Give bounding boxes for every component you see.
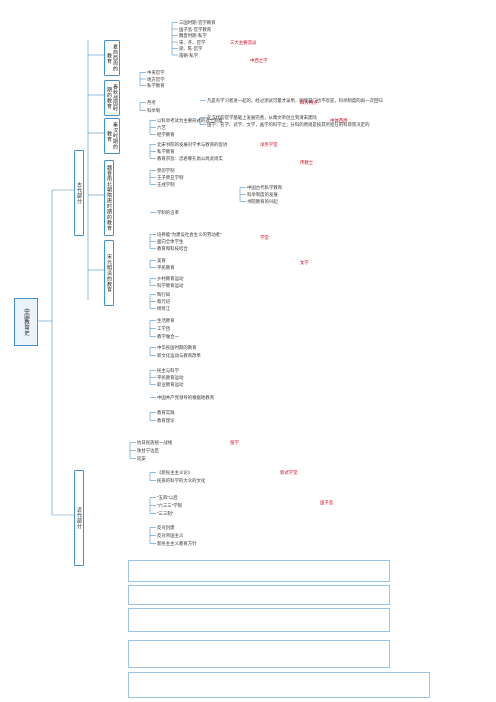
mindmap-leaf: 经学教育 [157,132,175,137]
mindmap-leaf: 教育理论 [157,418,175,423]
mindmap-leaf: 美育 [157,258,166,263]
mindmap-leaf: 生活教育 [157,318,175,323]
mindmap-group-box [128,608,390,632]
mindmap-note: 四大特点 [300,100,318,105]
mindmap-leaf: 壬子癸丑学制 [157,175,184,180]
mindmap-leaf: 平民教育运动 [157,375,184,380]
mindmap-leaf: 教育和科技结合 [157,246,188,251]
branch-node: 春秋战国时期的教育 [104,80,120,116]
mindmap-leaf: 《新民主主义论》 [157,470,193,475]
mindmap-leaf: "六三三"学制 [157,503,183,508]
mindmap-leaf: 癸卯学制 [157,168,175,173]
mindmap-note: 留学 [230,440,239,445]
mindmap-note: 三大主要流派 [230,40,257,45]
branch-node: 秦汉时期的教育 [104,118,120,154]
mindmap-leaf: 杨贤江 [157,306,171,311]
mindmap-leaf: 教育实践 [157,410,175,415]
mindmap-leaf: "三三制" [157,511,174,516]
mindmap-leaf: 书院教育的兴起 [247,199,278,204]
mindmap-group-box [128,640,390,668]
mindmap-leaf: 地方官学 [147,76,165,82]
mindmap-leaf: 科举制度的发展 [247,192,278,197]
mindmap-leaf: 延安 [137,456,146,461]
mindmap-leaf: 民族的科学的大众的文化 [157,478,206,483]
mindmap-leaf: 六艺 [157,125,166,130]
mindmap-leaf: 国子监·官学教育 [179,26,212,32]
mindmap-leaf: 中国古代私学教育 [247,185,283,190]
branch-node: 夏商西周的教育 [104,40,120,76]
mindmap-leaf: 平民教育 [157,265,175,270]
mindmap-leaf: 梁、陈·官学 [179,46,203,51]
mindmap-leaf: 中国共产党领导的根据地教育 [157,395,215,400]
mindmap-leaf: 中华民国时期的教育 [157,345,197,350]
mindmap-leaf: 科学教育运动 [157,283,184,288]
mindmap-leaf: 教学做合一 [157,334,179,339]
mindmap-leaf: 中央官学 [147,70,165,75]
mindmap-leaf: "五四"以后 [157,495,178,500]
mindmap-leaf: 反对封建 [157,525,175,530]
root-node: 中国教育史 [14,298,38,346]
mindmap-leaf: 蔡元培 [157,299,171,304]
mindmap-leaf: 科举制 [147,108,161,113]
mindmap-leaf: 反对帝国主义 [157,533,184,538]
mindmap-leaf: 教育宗旨：忠君尊孔尚公尚武尚实 [157,156,223,161]
mindmap-note: 中体西用 [330,118,348,123]
branch-node: 魏晋南北朝隋唐时期的教育 [104,160,114,236]
mindmap-leaf: 在汉代的官学基础上发展完善，从隋文帝创立到清末废除 [207,115,317,120]
mindmap-leaf: 抗日民族统一战线 [137,440,173,445]
section-node-ancient: 古代部分 [74,150,84,236]
mindmap-leaf: 培养能"为建设社会主义的劳动者" [157,232,222,237]
mindmap-leaf: 宋、齐、官学 [179,39,206,45]
mindmap-leaf: 民主与科学 [157,368,179,373]
mindmap-leaf: 南朝·私学 [179,52,199,58]
mindmap-leaf: 新文化运动与教育改革 [157,353,201,358]
mindmap-leaf: 魏晋时期·私学 [179,33,207,38]
mindmap-leaf: 陕甘宁边区 [137,448,159,453]
mindmap-leaf: 面向全体学生 [157,239,184,244]
mindmap-leaf: 工学团 [157,326,171,331]
mindmap-leaf: 私学教育 [147,83,165,88]
mindmap-note: 中西之学 [250,58,268,63]
mindmap-note: 洋务学堂 [260,142,278,147]
mindmap-leaf: 以科举考试为主要形式的选士制度 [157,118,223,123]
mindmap-leaf: 月考 [147,100,156,105]
section-node-modern: 近代部分 [74,470,84,566]
mindmap-note: 传教士 [300,160,314,165]
mindmap-leaf: 职业教育运动 [157,382,184,387]
mindmap-leaf: 陶行知 [157,292,171,297]
mindmap-note: 学堂 [260,235,269,240]
mindmap-note: 新式学堂 [280,470,298,475]
mindmap-group-box [128,585,390,605]
mindmap-leaf: 北宋书院的发展对学术与教育的促进 [157,142,228,147]
mindmap-group-box [128,672,430,698]
mindmap-leaf: 壬戌学制 [157,182,175,187]
mindmap-leaf: 凡是有学习者进一起的，经过测试可量才录用，即使是门也不欢迎，科举制度的再一次回归 [207,98,383,103]
mindmap-leaf: 乡村教育运动 [157,276,184,281]
mindmap-leaf: 私学教育 [157,149,175,154]
mindmap-note: 女学 [300,260,309,265]
mindmap-leaf: 国学：名学、武学、文学，画学的科学之；分科的原则是按其所担任的科目而决定的 [207,122,370,127]
mindmap-leaf: 学制的沿革 [157,210,179,215]
mindmap-leaf: 新民主主义教育方针 [157,541,197,546]
mindmap-note: 国子监 [320,500,334,505]
mindmap-leaf: 三国时期·官学教育 [179,20,216,25]
mindmap-group-box [128,560,390,582]
branch-node: 宋元明清的教育 [104,240,114,306]
